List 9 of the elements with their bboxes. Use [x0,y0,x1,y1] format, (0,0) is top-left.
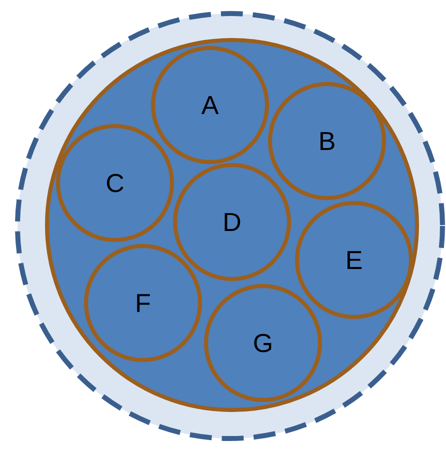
circle-label: C [56,124,174,242]
circle-label: F [84,244,202,362]
circle-label: A [151,46,269,164]
circle [15,11,445,441]
circle-label: G [204,284,322,402]
circle [45,38,419,412]
circle-label: E [295,201,413,319]
circle-label: D [173,163,291,281]
circle-label: B [268,82,386,200]
